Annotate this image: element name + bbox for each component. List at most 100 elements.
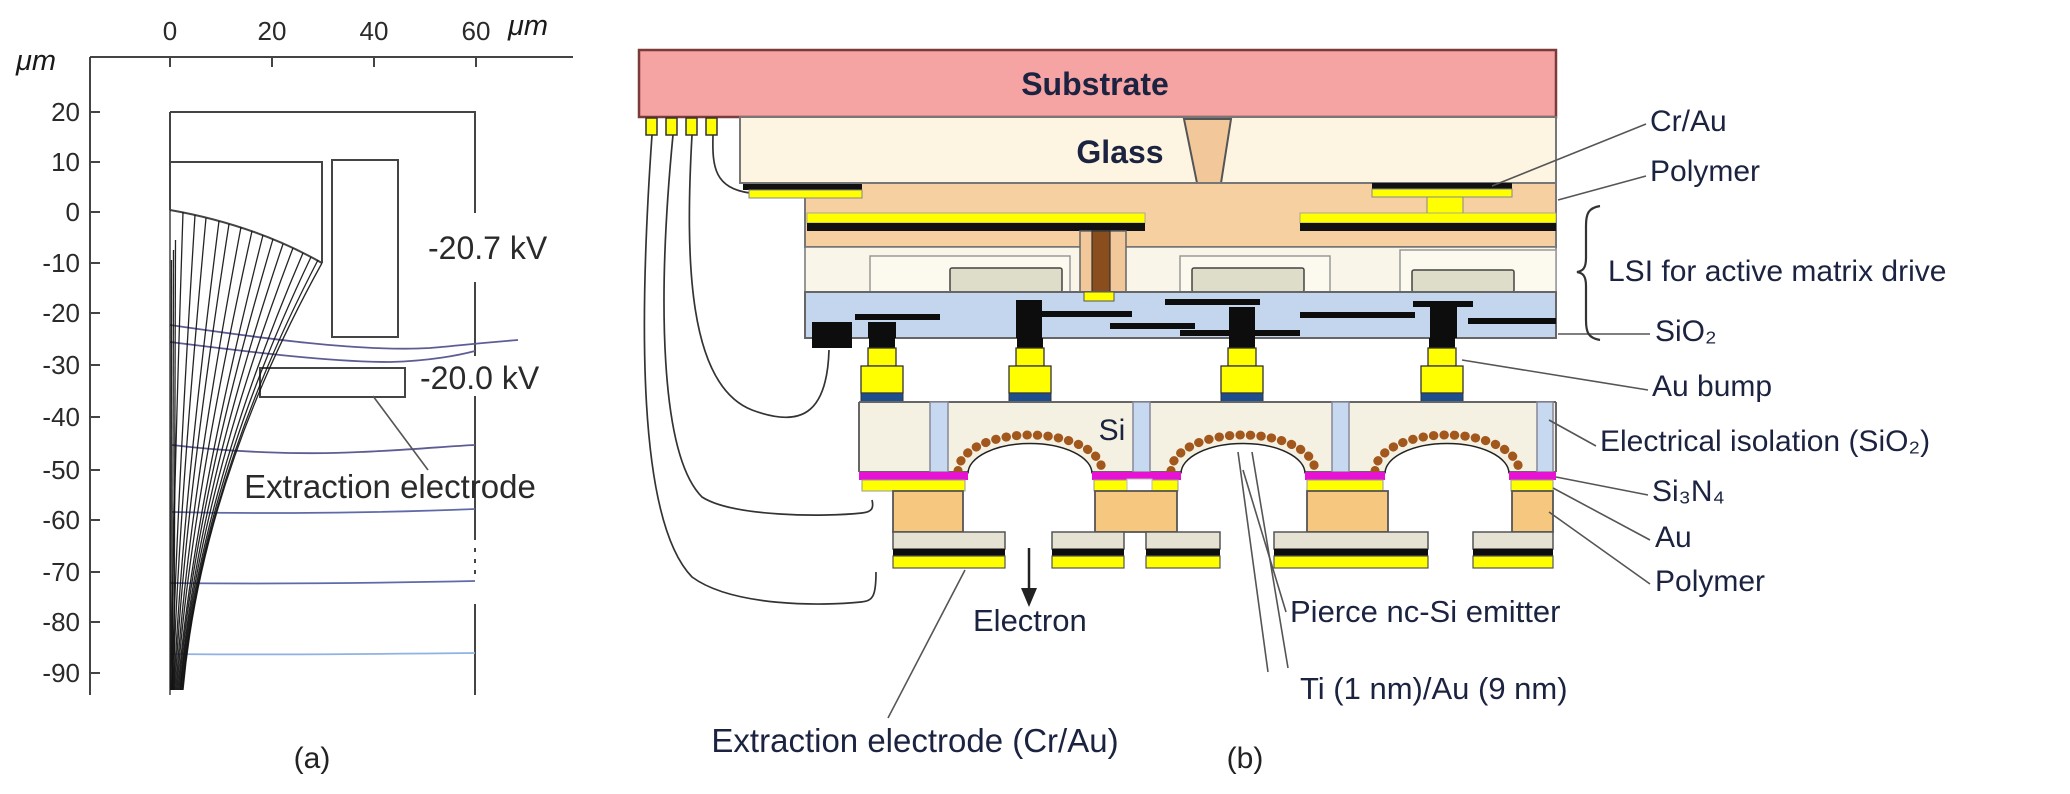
extraction-bar xyxy=(1472,531,1554,569)
au-strip xyxy=(1151,479,1179,492)
au-strip xyxy=(1306,479,1384,492)
a-x-axis-ticks xyxy=(169,57,477,67)
glass-layer xyxy=(739,116,1557,184)
a-y-axis-ticks xyxy=(90,111,100,674)
bond-wire xyxy=(688,134,830,419)
a-y-axis-unit: μm xyxy=(15,45,56,77)
bond-wire xyxy=(711,134,751,194)
a-ytick: -60 xyxy=(42,505,80,535)
electrical-isolation-label: Electrical isolation (SiO₂) xyxy=(1600,425,1930,458)
au-bump xyxy=(1420,338,1464,403)
crau-electrode-au xyxy=(748,189,863,199)
a-outer-housing xyxy=(170,111,476,213)
isolation-trench xyxy=(929,401,949,473)
au-bump xyxy=(860,338,904,403)
au-strip xyxy=(1093,479,1128,492)
sio2-label: SiO₂ xyxy=(1655,315,1717,348)
panel-b-caption: (b) xyxy=(1227,742,1264,775)
buried-electrode-au xyxy=(806,212,1146,224)
a-ytick: -20 xyxy=(42,298,80,328)
electron-arrow xyxy=(1021,548,1037,607)
polymer-pillar xyxy=(892,490,964,533)
a-cathode-arc xyxy=(169,209,323,264)
isolation-trench xyxy=(1132,401,1151,473)
b-interconnects xyxy=(812,299,1556,348)
a-electrode-structure xyxy=(169,111,476,695)
si-label: Si xyxy=(1099,414,1126,447)
isolation-trench xyxy=(1331,401,1350,473)
b-leader-lines xyxy=(887,123,1651,719)
b-emitter-domes xyxy=(953,430,1524,476)
b-extraction-bars xyxy=(892,531,1554,569)
electron-label: Electron xyxy=(973,603,1087,638)
a-ytick: -90 xyxy=(42,658,80,688)
au-strip xyxy=(1510,479,1554,492)
a-wehnelt xyxy=(170,161,323,263)
substrate-label: Substrate xyxy=(1021,66,1169,102)
a-ytick: -40 xyxy=(42,402,80,432)
a-voltage-upper-label: -20.7 kV xyxy=(428,230,548,266)
au-strip-gap xyxy=(1126,478,1153,492)
panel-b: Substrate Glass xyxy=(637,48,1946,775)
polymer-pillar xyxy=(1511,490,1554,533)
si3n4-strip xyxy=(1305,472,1385,480)
glass-label: Glass xyxy=(1076,134,1163,170)
nc-si-dot-arc xyxy=(953,430,1107,476)
nc-si-dot-arc xyxy=(1166,430,1320,476)
emitter-arch xyxy=(1384,442,1510,474)
si3n4-label: Si₃N₄ xyxy=(1652,475,1725,508)
extraction-bar xyxy=(1051,531,1125,569)
au-strip xyxy=(861,479,966,492)
a-ytick: -50 xyxy=(42,455,80,485)
b-contact-pads xyxy=(645,117,718,136)
via-landing-pad xyxy=(1083,291,1115,302)
bond-wire xyxy=(643,134,877,605)
a-inner-block xyxy=(331,159,399,338)
a-electron-trajectories xyxy=(169,210,323,695)
emitter-arch xyxy=(967,442,1093,474)
polymer-bottom-label: Polymer xyxy=(1655,565,1765,598)
si3n4-strip xyxy=(1509,472,1556,480)
a-xtick-40: 40 xyxy=(360,16,389,46)
ti-au-label: Ti (1 nm)/Au (9 nm) xyxy=(1300,671,1568,706)
b-au-strips xyxy=(861,479,1554,492)
a-extraction-electrode-rect xyxy=(259,367,406,398)
extraction-bar xyxy=(1145,531,1221,569)
crau-label: Cr/Au xyxy=(1650,105,1727,138)
extraction-bar xyxy=(1273,531,1429,569)
si3n4-strip xyxy=(1092,472,1181,480)
bond-wire xyxy=(663,134,874,516)
a-extraction-label: Extraction electrode xyxy=(244,468,536,505)
buried-electrode-cr xyxy=(807,223,1145,231)
a-ytick: -30 xyxy=(42,350,80,380)
panel-a: 0 20 40 60 μm μm 20 10 0 -10 -20 -30 -40… xyxy=(15,10,573,775)
a-x-axis-unit: μm xyxy=(507,10,548,42)
b-isolation-trenches xyxy=(929,401,1554,473)
a-xtick-0: 0 xyxy=(163,16,177,46)
a-ytick: -70 xyxy=(42,557,80,587)
crau-electrode-cr xyxy=(743,184,862,190)
b-crau-electrodes xyxy=(743,183,1557,231)
a-voltage-lower-label: -20.0 kV xyxy=(420,360,540,396)
extraction-bar xyxy=(892,531,1006,569)
extraction-electrode-label: Extraction electrode (Cr/Au) xyxy=(711,722,1118,759)
crau-electrode-cr xyxy=(1372,183,1512,189)
a-ytick: 20 xyxy=(51,97,80,127)
au-bump xyxy=(1220,338,1264,403)
au-label: Au xyxy=(1655,521,1692,554)
polymer-pillar xyxy=(1306,490,1389,533)
lsi-label: LSI for active matrix drive xyxy=(1608,255,1946,288)
a-extraction-leader-line xyxy=(372,395,429,471)
nc-si-dot-arc xyxy=(1370,430,1524,476)
crau-via xyxy=(1426,196,1464,215)
b-au-bumps xyxy=(860,338,1464,403)
via-core xyxy=(1091,230,1111,299)
buried-electrode-cr xyxy=(1300,223,1556,231)
crau-electrode-au xyxy=(1371,188,1513,198)
buried-electrode-au xyxy=(1299,212,1557,224)
pierce-emitter-label: Pierce nc-Si emitter xyxy=(1290,594,1560,629)
panel-a-caption: (a) xyxy=(294,742,331,775)
polymer-pillar xyxy=(1094,490,1178,533)
a-ytick: 0 xyxy=(66,197,80,227)
